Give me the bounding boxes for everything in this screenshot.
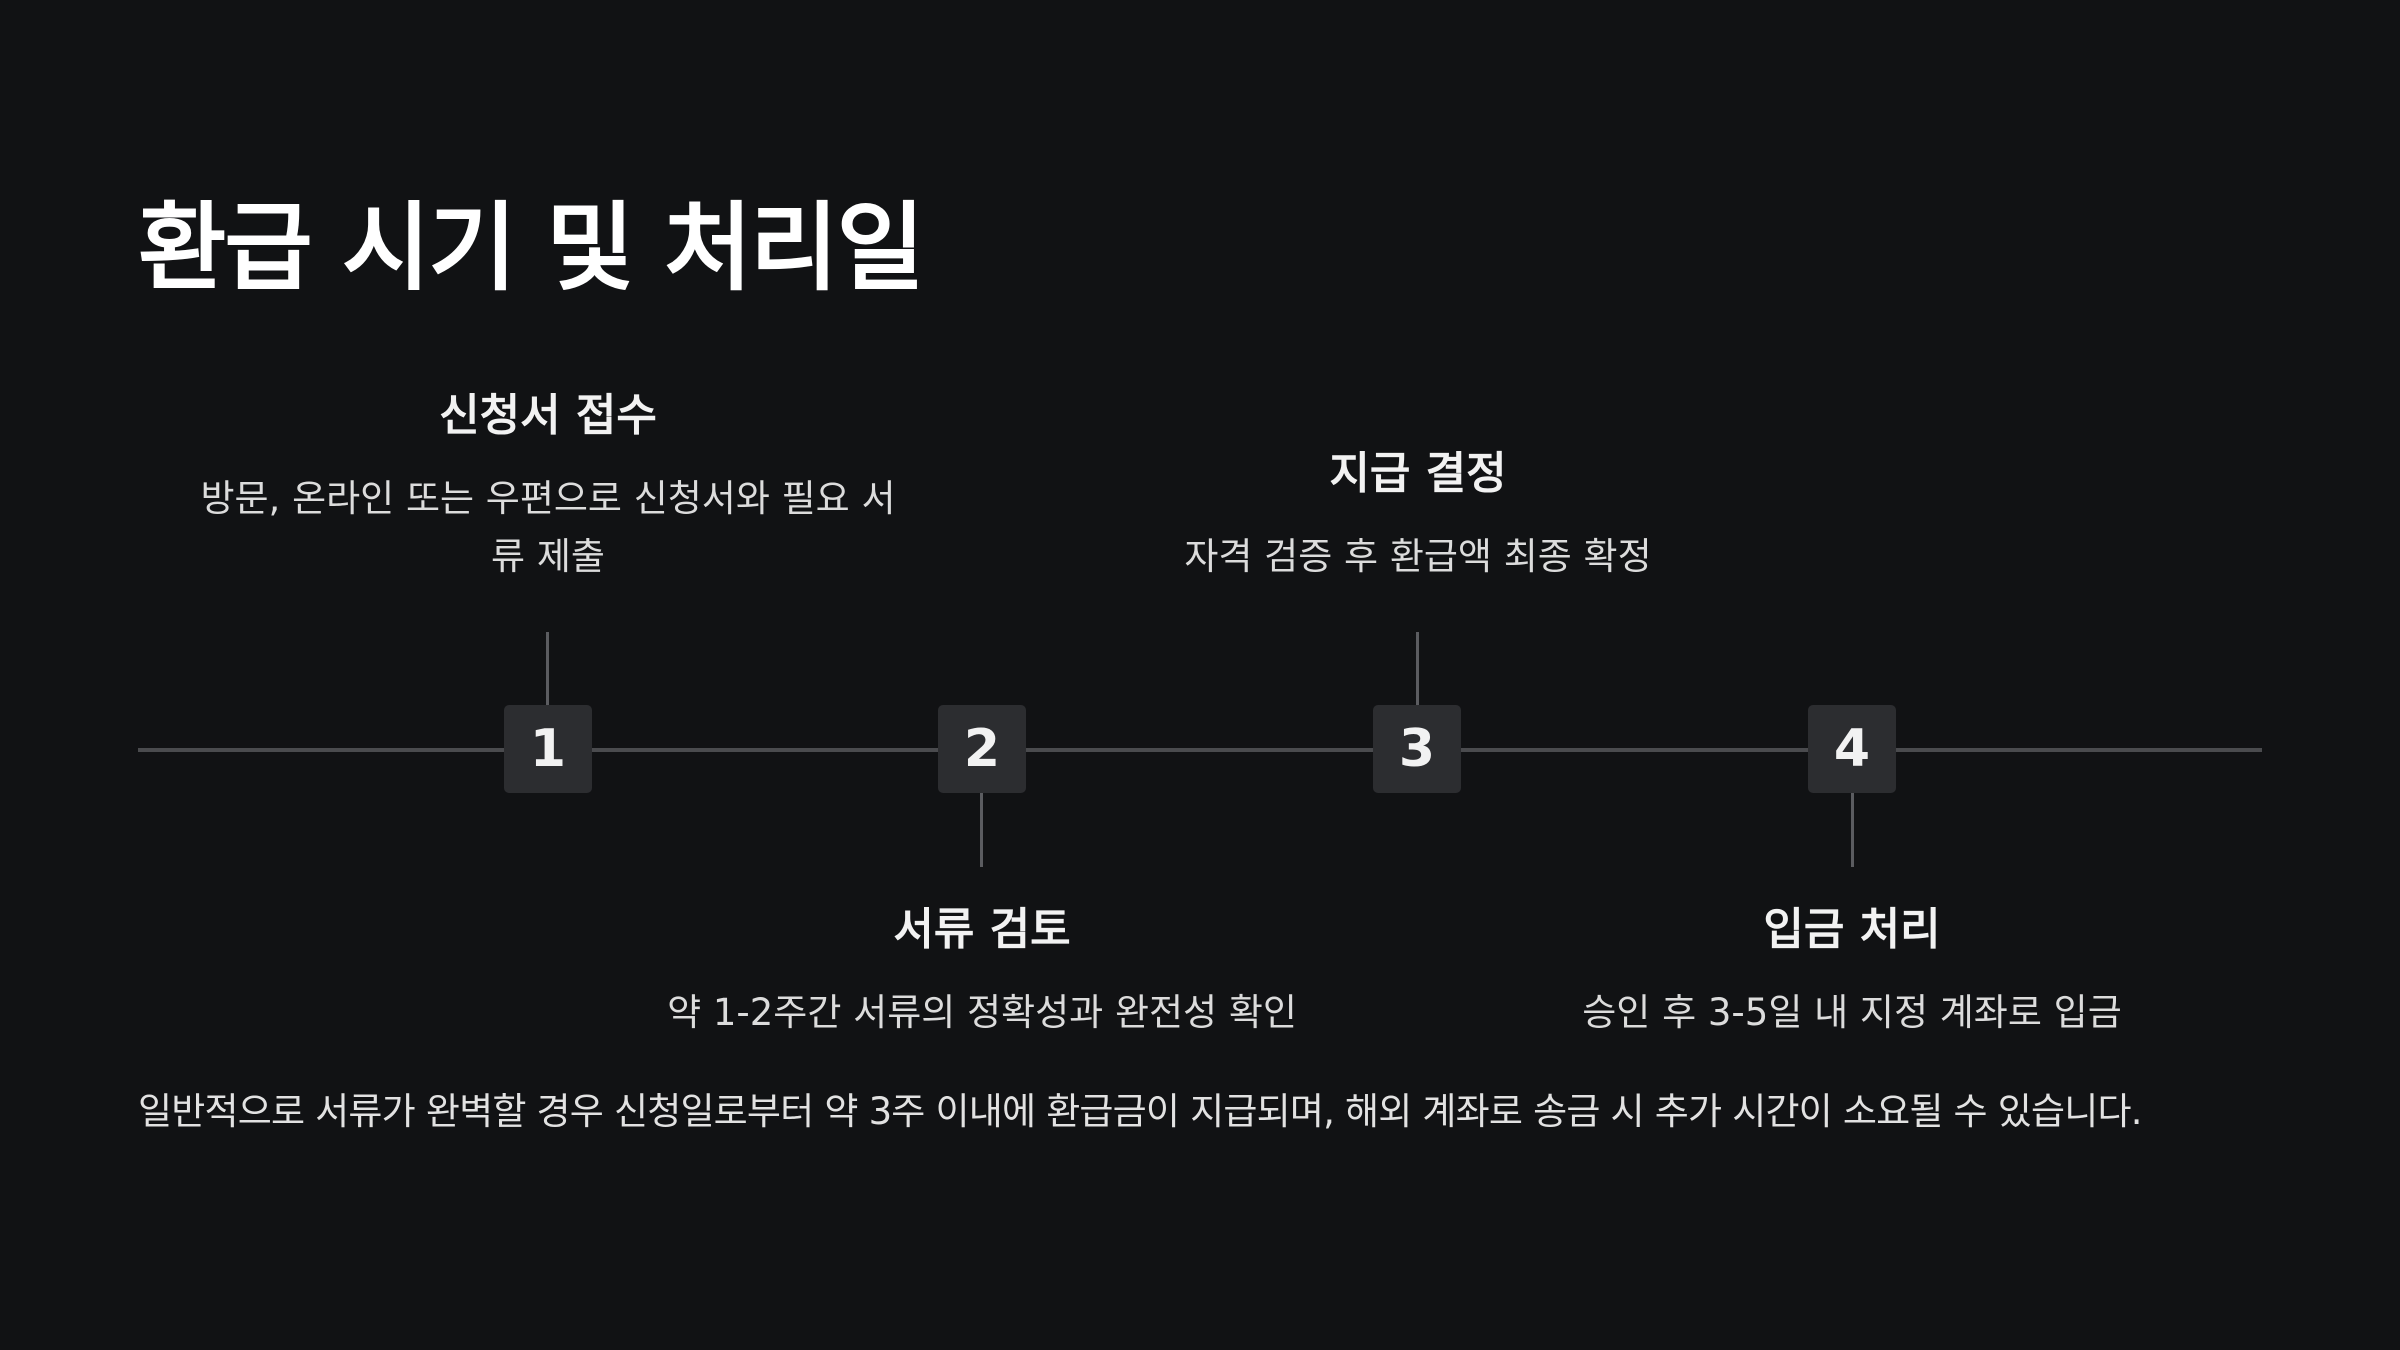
step-4-marker: 4 xyxy=(1808,705,1896,793)
step-4-connector xyxy=(1851,793,1854,867)
step-2-marker: 2 xyxy=(938,705,1026,793)
step-3-title: 지급 결정 xyxy=(1329,448,1507,499)
step-1-connector xyxy=(546,632,549,706)
step-2-title: 서류 검토 xyxy=(893,904,1071,955)
timeline-axis xyxy=(138,748,2262,752)
step-4-description: 승인 후 3-5일 내 지정 계좌로 입금 xyxy=(1582,991,2122,1034)
step-2-connector xyxy=(980,793,983,867)
footnote: 일반적으로 서류가 완벽할 경우 신청일로부터 약 3주 이내에 환급금이 지급… xyxy=(138,1090,2142,1133)
step-3-marker: 3 xyxy=(1373,705,1461,793)
step-1-title: 신청서 접수 xyxy=(439,390,657,441)
page-title: 환급 시기 및 처리일 xyxy=(138,192,925,304)
step-4-title: 입금 처리 xyxy=(1763,904,1941,955)
step-3-connector xyxy=(1416,632,1419,706)
step-3-description: 자격 검증 후 환급액 최종 확정 xyxy=(1184,535,1652,578)
step-1-description: 방문, 온라인 또는 우편으로 신청서와 필요 서류 제출 xyxy=(200,477,896,578)
step-1-marker: 1 xyxy=(504,705,592,793)
step-2-description: 약 1-2주간 서류의 정확성과 완전성 확인 xyxy=(667,991,1297,1034)
